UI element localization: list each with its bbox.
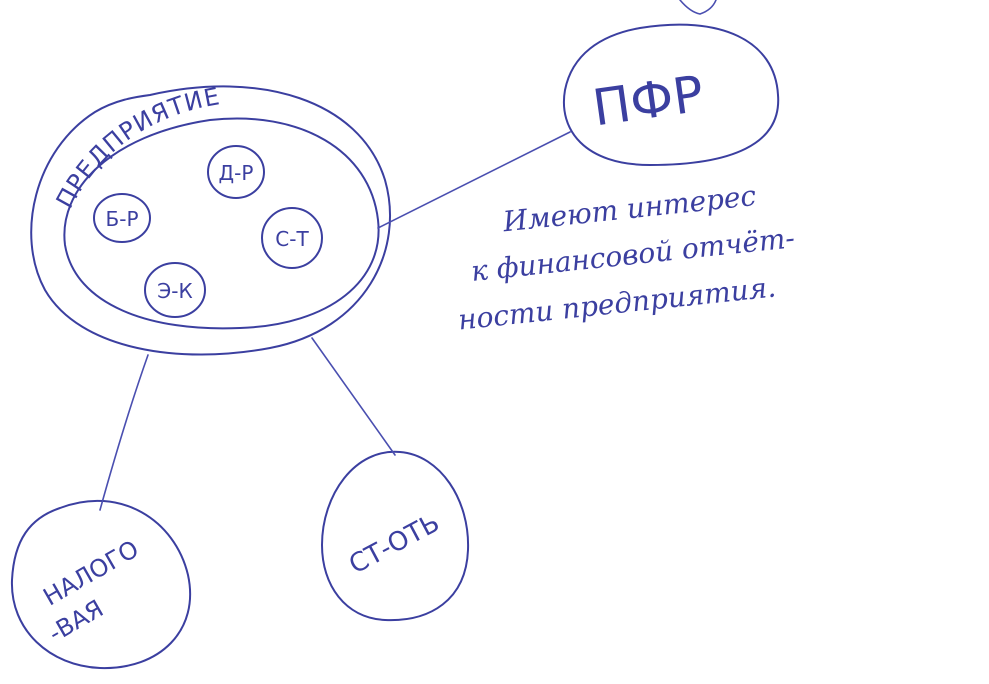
pfr-node-oval — [562, 23, 780, 166]
connector-enterprise-stat — [311, 337, 396, 456]
handwritten-note: Имеют интерес к финансовой отчёт- ности … — [456, 179, 796, 337]
connector-enterprise-pfr — [377, 131, 571, 229]
stat-node-label: СТ-ОТЬ — [344, 508, 444, 580]
department-label: Б-Р — [106, 207, 139, 231]
department-label: Э-К — [157, 279, 192, 303]
department-e-k: Э-К — [144, 262, 206, 318]
department-label: Д-Р — [219, 161, 254, 185]
enterprise-label: ПРЕДПРИЯТИЕ — [51, 82, 223, 213]
enterprise-outer-oval — [30, 85, 392, 356]
partial-stroke — [679, 0, 717, 15]
tax-node-oval — [10, 499, 192, 670]
enterprise-inner-oval — [63, 117, 380, 330]
stat-node-oval — [321, 450, 470, 622]
connector-enterprise-tax — [99, 354, 149, 511]
pfr-node-label: ПФР — [589, 65, 707, 138]
department-d-r: Д-Р — [207, 145, 265, 199]
department-s-t: С-Т — [261, 207, 323, 269]
department-b-r: Б-Р — [93, 193, 151, 243]
department-label: С-Т — [275, 227, 309, 251]
